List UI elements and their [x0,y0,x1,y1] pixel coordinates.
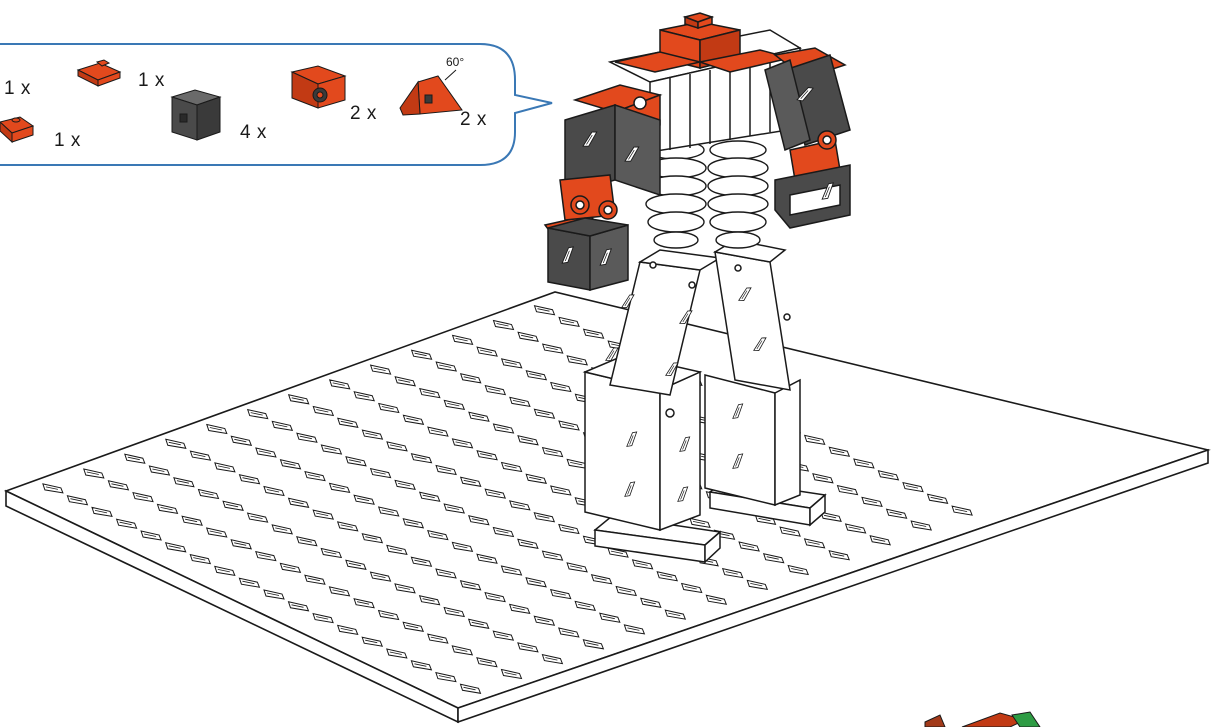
robot-arm-right [765,55,850,228]
qty-dark-grey-building-block: 4 x [240,122,267,144]
qty-red-flat-plate: 1 x [4,78,31,100]
angle-label: 60° [446,55,464,69]
qty-red-base-plate: 1 x [54,130,81,152]
qty-red-angle-block: 2 x [460,109,487,131]
parts-callout [0,44,552,165]
qty-red-joint-block: 2 x [350,103,377,125]
qty-red-flat-plate-small: 1 x [138,70,165,92]
next-step-part-preview [925,712,1040,727]
springs [646,141,768,248]
part-icon-dark-grey-building-block [172,90,220,140]
